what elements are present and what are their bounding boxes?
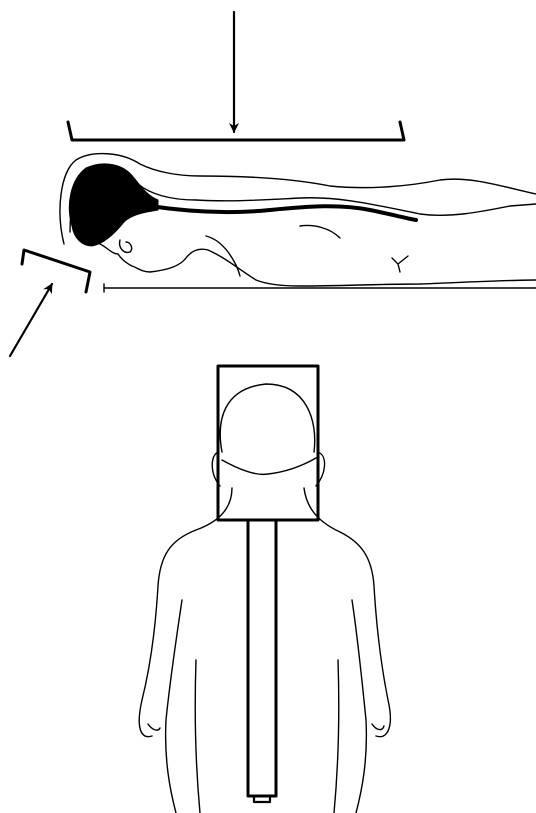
craniospinal-treatment-field [218, 366, 318, 802]
overhead-field-bracket [68, 122, 404, 140]
prone-patient-outline [60, 154, 536, 286]
posterior-patient-outline [139, 384, 390, 813]
lateral-head-bracket [22, 250, 90, 292]
diagonal-beam-arrow [10, 284, 52, 356]
